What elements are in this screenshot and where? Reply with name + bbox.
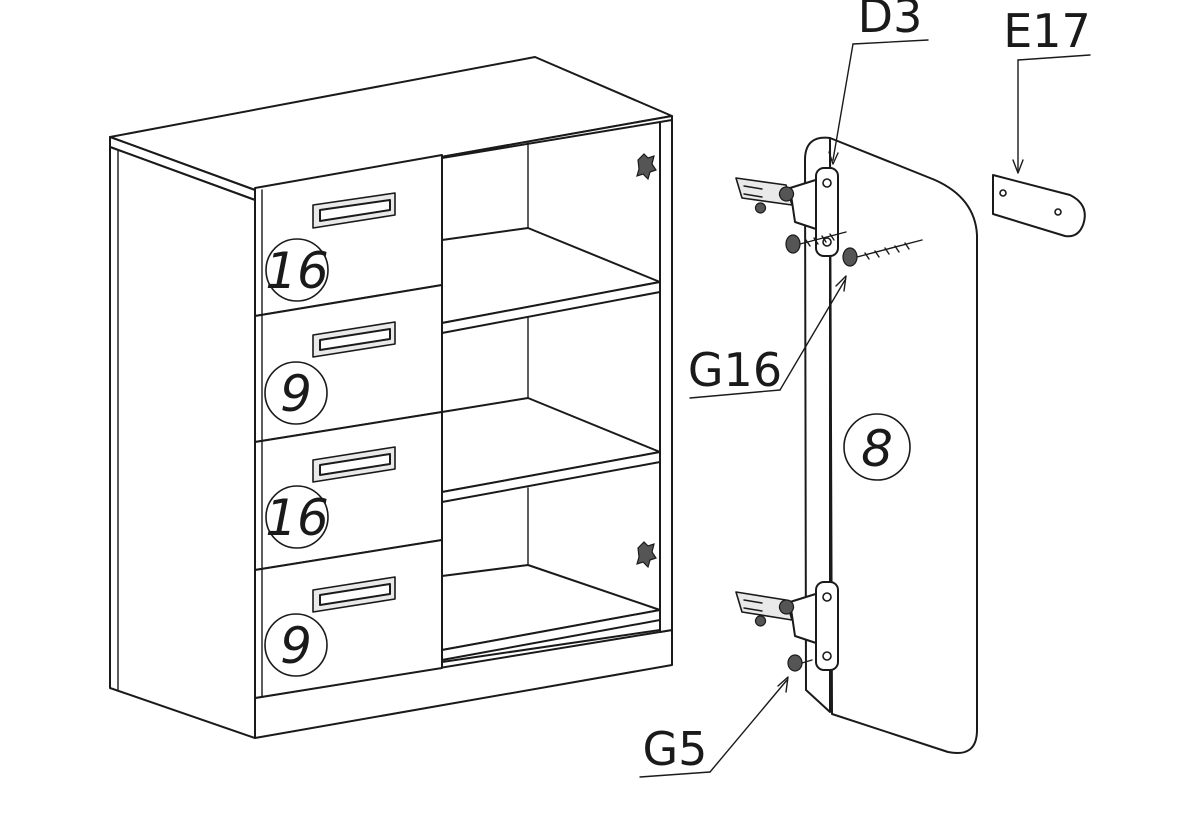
part-badge-door: 8 — [843, 413, 911, 481]
cabinet-right-edge — [659, 119, 673, 633]
callout-g16: G16 — [688, 275, 847, 399]
part-number-drawer-1: 16 — [265, 242, 329, 300]
cabinet — [109, 56, 673, 739]
cabinet-left-side — [109, 146, 256, 739]
part-number-drawer-3: 16 — [265, 489, 329, 547]
callout-g5: G5 — [639, 676, 789, 778]
drawer-handle-4 — [312, 576, 396, 613]
label-e17: E17 — [1003, 4, 1091, 58]
part-badge-drawer-3: 16 — [265, 485, 329, 549]
drawer-handle-1 — [312, 192, 396, 229]
cabinet-plinth — [254, 629, 673, 739]
label-d3: D3 — [858, 0, 923, 43]
screw-g16-lower — [842, 239, 923, 267]
part-badge-drawer-1: 16 — [265, 238, 329, 302]
part-number-door: 8 — [861, 420, 893, 478]
part-badge-drawer-2: 9 — [264, 361, 328, 425]
part-number-drawer-4: 9 — [280, 617, 312, 675]
label-g5: G5 — [643, 722, 708, 776]
connector-e17 — [992, 174, 1086, 238]
cabinet-hinge-plate-bottom — [636, 541, 657, 569]
callout-e17: E17 — [1003, 4, 1091, 174]
drawer-handle-3 — [312, 446, 396, 483]
door: 8 — [804, 136, 978, 754]
screw-g5 — [787, 654, 813, 672]
cabinet-hinge-plate-top — [636, 153, 657, 181]
part-badge-drawer-4: 9 — [264, 613, 328, 677]
hinge-top — [735, 167, 839, 257]
part-number-drawer-2: 9 — [280, 365, 312, 423]
hinge-bottom — [735, 581, 839, 671]
screw-g16-upper — [785, 231, 847, 254]
drawer-handle-2 — [312, 321, 396, 358]
callout-d3: D3 — [828, 0, 929, 165]
label-g16: G16 — [688, 343, 782, 397]
drawer-stack: 16 9 16 9 — [254, 154, 443, 699]
